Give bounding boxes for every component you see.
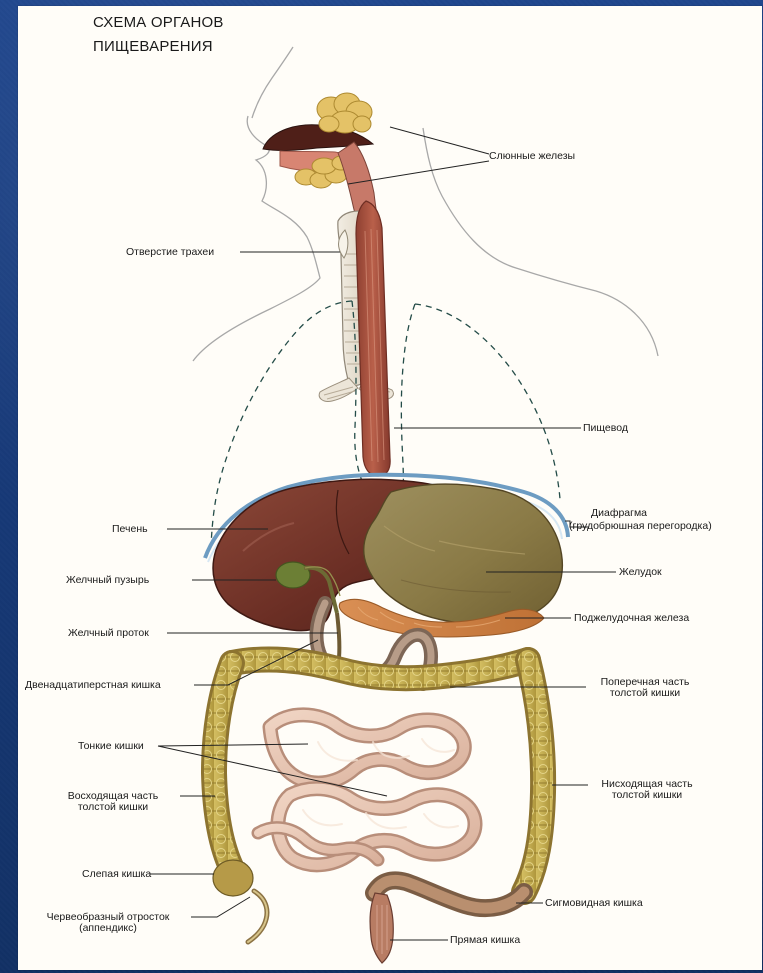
label-trachea-opening: Отверстие трахеи — [126, 247, 214, 258]
label-small-intestines: Тонкие кишки — [78, 741, 144, 752]
body-outline — [252, 47, 293, 118]
label-gallbladder: Желчный пузырь — [66, 575, 149, 586]
esophagus — [356, 201, 390, 476]
lung-right-outline — [415, 304, 560, 499]
label-liver: Печень — [112, 524, 148, 535]
stomach — [364, 484, 563, 624]
transverse-colon — [232, 659, 528, 678]
leader-appendix — [191, 897, 250, 917]
label-transverse-colon-line-2: толстой кишки — [585, 688, 705, 699]
label-rectum: Прямая кишка — [450, 935, 520, 946]
label-diaphragm-line-2: (грудобрюшная перегородка) — [569, 521, 712, 532]
cecum — [213, 860, 253, 896]
body-outline — [423, 128, 658, 356]
leader-small-intestines-1 — [158, 744, 308, 746]
common-bile-duct — [337, 613, 339, 658]
descending-colon — [524, 660, 543, 892]
label-esophagus: Пищевод — [583, 423, 628, 434]
lung-right-outline — [401, 304, 415, 494]
salivary-gland-upper — [317, 93, 372, 133]
label-bile-duct: Желчный проток — [68, 628, 149, 639]
sigmoid-colon — [374, 880, 524, 908]
label-stomach: Желудок — [619, 567, 662, 578]
label-ascending-colon-line-2: толстой кишки — [58, 802, 168, 813]
label-cecum: Слепая кишка — [82, 869, 151, 880]
small-intestines — [258, 715, 475, 865]
label-descending-colon-line-2: толстой кишки — [586, 790, 708, 801]
leader-salivary-top — [390, 127, 489, 154]
diagram-sheet: СХЕМА ОРГАНОВ ПИЩЕВАРЕНИЯ — [18, 6, 762, 970]
label-diaphragm-line-1: Диафрагма — [591, 508, 647, 519]
label-sigmoid-colon: Сигмовидная кишка — [545, 898, 643, 909]
label-duodenum: Двенадцатиперстная кишка — [25, 680, 161, 691]
label-pancreas: Поджелудочная железа — [574, 613, 689, 624]
digestive-system-diagram — [18, 6, 762, 970]
label-appendix-line-2: (аппендикс) — [28, 923, 188, 934]
bronchus-left — [319, 378, 358, 401]
ascending-colon — [214, 663, 232, 869]
label-salivary-glands: Слюнные железы — [489, 151, 575, 162]
